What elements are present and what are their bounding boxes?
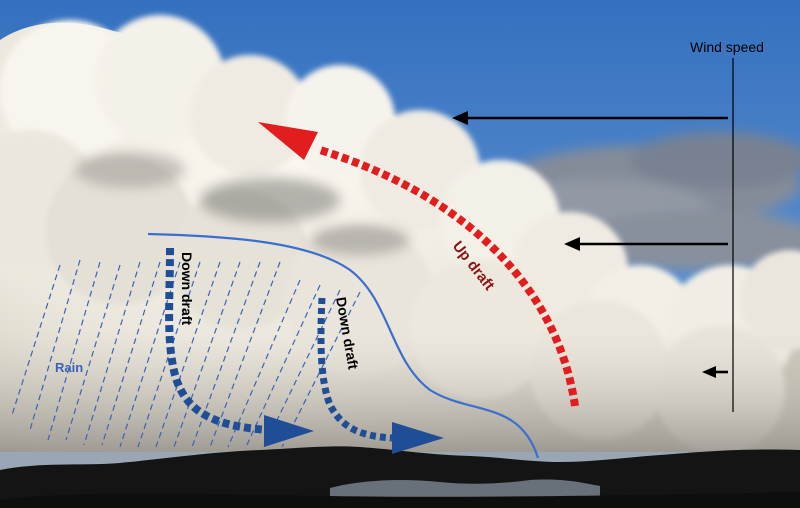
distant-clouds <box>490 132 800 270</box>
outflow-boundary-line <box>147 232 540 459</box>
wind-arrows <box>452 111 728 378</box>
cumulus-cloud <box>0 15 800 461</box>
wind-speed-label: Wind speed <box>690 39 764 55</box>
downdraft-arrow-2 <box>317 297 444 454</box>
updraft-arrow <box>258 122 579 407</box>
downdraft-arrow-1 <box>165 247 314 447</box>
downdraft-label-1: Down draft <box>179 252 195 325</box>
rain-label: Rain <box>55 360 83 375</box>
